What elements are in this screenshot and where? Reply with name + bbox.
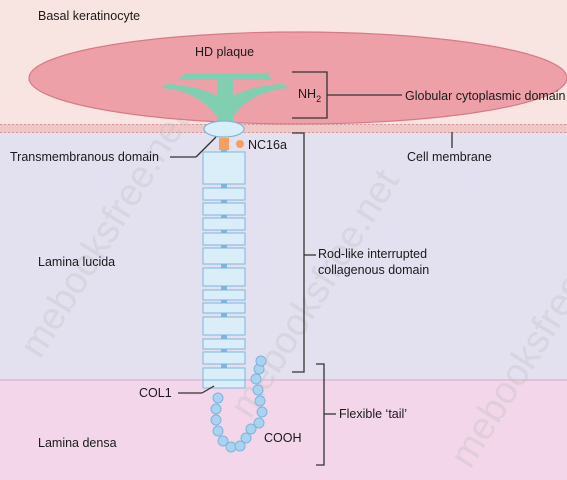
globular-domain-shape [160, 73, 290, 125]
rod-domain-label-2: collagenous domain [318, 263, 429, 277]
flexible-tail-label: Flexible ‘tail’ [339, 407, 407, 421]
annotation-lines [170, 71, 453, 466]
transmembranous-leader-angle [195, 136, 217, 158]
cell-membrane-label: Cell membrane [407, 150, 492, 164]
hd-plaque-label: HD plaque [195, 45, 254, 59]
nc16a-dot [236, 140, 244, 148]
tail-bead [254, 395, 266, 407]
tail-bead [253, 417, 265, 429]
tail-bead [256, 406, 268, 418]
tail-bead [217, 435, 229, 447]
tail-bead [210, 403, 222, 415]
collagen-block [202, 267, 246, 287]
collagen-block [202, 247, 246, 265]
collagen-block [202, 379, 246, 389]
collagen-block [202, 232, 246, 246]
tail-bead [212, 392, 224, 404]
tail-bead [252, 384, 264, 396]
rod-domain-label-1: Rod-like interrupted [318, 247, 427, 261]
basal-keratinocyte-label: Basal keratinocyte [38, 9, 140, 23]
nc16a-stub [219, 138, 229, 150]
nh2-label: NH2 [298, 87, 321, 104]
collagen-block [202, 289, 246, 301]
transmembrane-oval [203, 120, 245, 138]
collagen-block [202, 351, 246, 365]
globular-domain-label: Globular cytoplasmic domain [405, 89, 566, 103]
tail-bead [240, 432, 252, 444]
flexible-tail [210, 355, 268, 453]
lamina-lucida-label: Lamina lucida [38, 255, 115, 269]
rod-bracket [292, 132, 305, 373]
collagen-block [202, 302, 246, 314]
collagen-block [202, 217, 246, 231]
collagen-block [202, 367, 246, 381]
tail-bead [234, 440, 246, 452]
collagen-block [202, 187, 246, 201]
tail-bead [210, 414, 222, 426]
tail-bead [225, 441, 237, 453]
collagen-block [202, 202, 246, 216]
transmembranous-domain-label: Transmembranous domain [10, 150, 159, 164]
cell-membrane [0, 124, 567, 133]
tail-bead [245, 423, 257, 435]
col1-label: COL1 [139, 386, 172, 400]
collagen-block [202, 316, 246, 336]
collagen-block [202, 338, 246, 350]
collagen-rod [202, 150, 246, 389]
cooh-label: COOH [264, 431, 302, 445]
lamina-densa-region [0, 380, 567, 480]
nc16a-label: NC16a [248, 138, 287, 152]
collagen-block [202, 151, 246, 185]
lamina-lucida-region [0, 128, 567, 380]
tail-bead [250, 373, 262, 385]
tail-bead [255, 355, 267, 367]
tail-bead [212, 425, 224, 437]
hd-plaque [28, 31, 567, 125]
col1-leader-angle [201, 385, 215, 394]
lamina-densa-label: Lamina densa [38, 436, 117, 450]
